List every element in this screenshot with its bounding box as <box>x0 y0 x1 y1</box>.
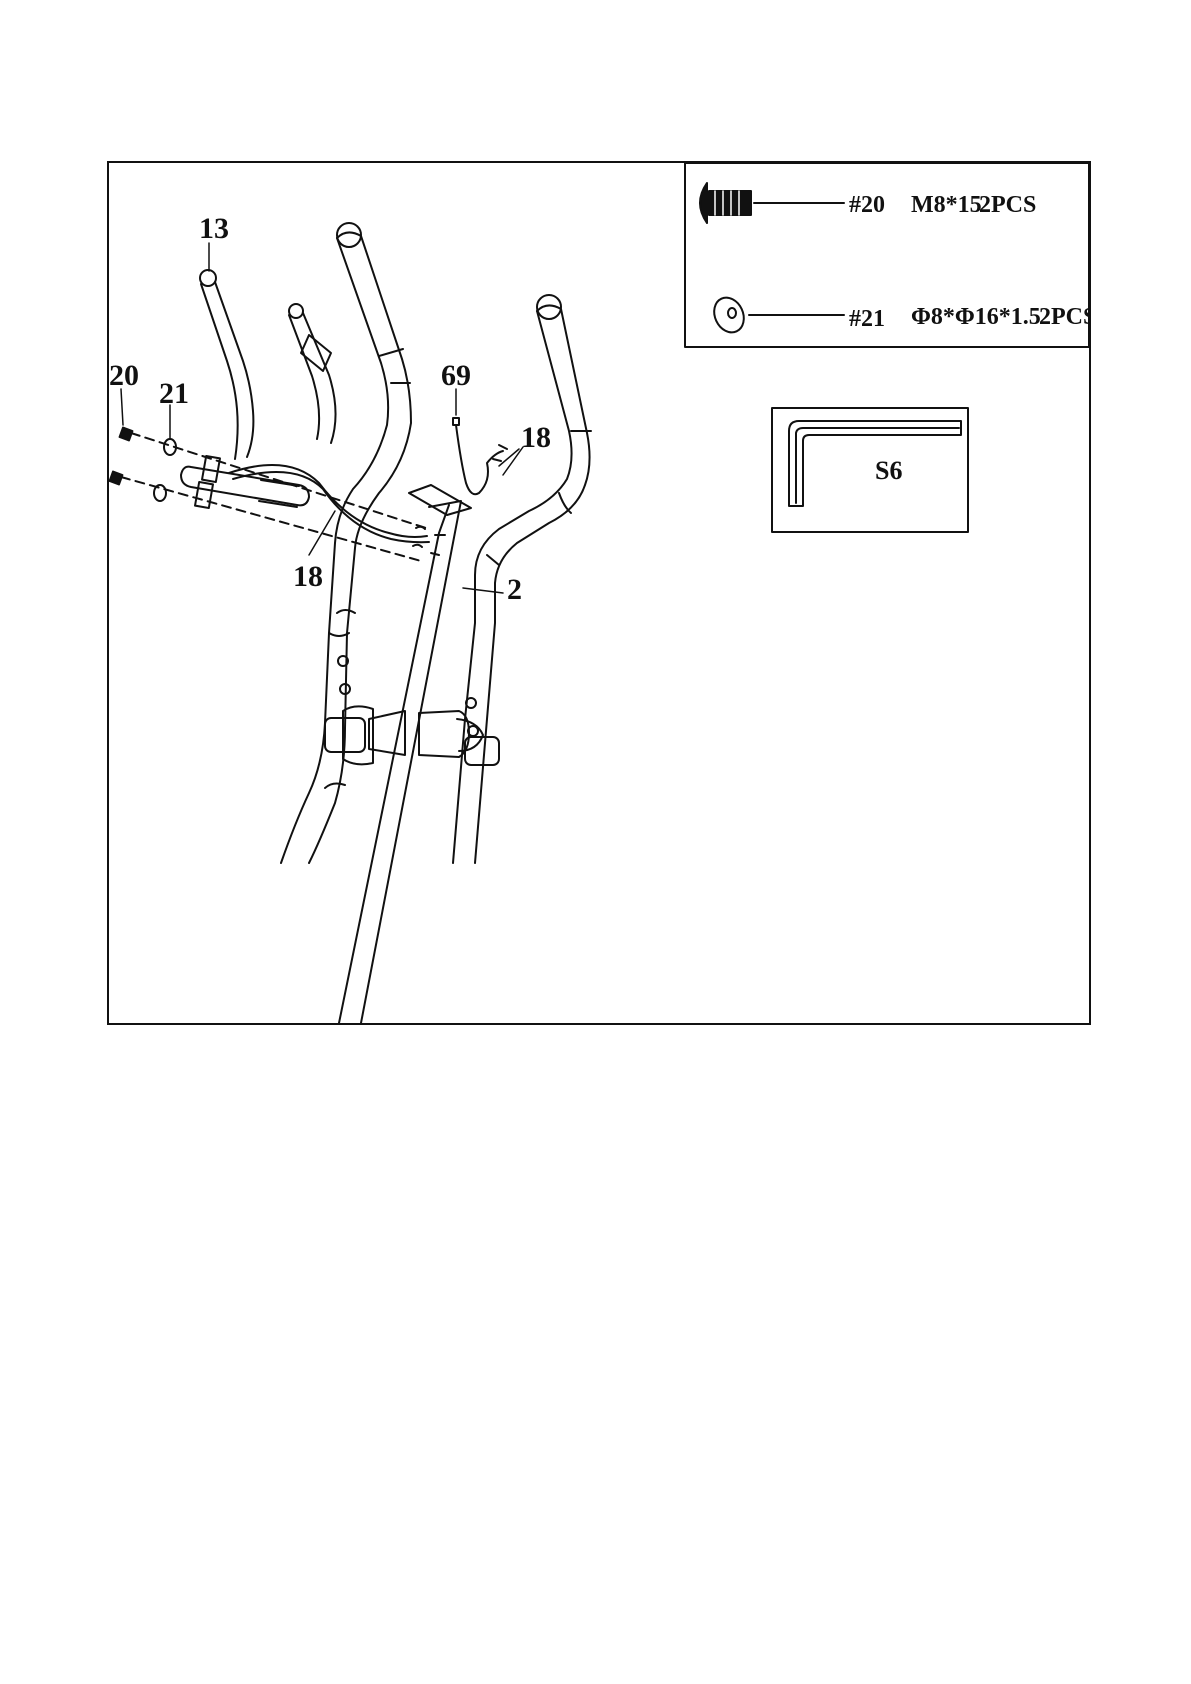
part-label-2: 2 <box>507 573 522 606</box>
pivot-hub <box>325 656 499 765</box>
button-head-bolt-icon <box>700 183 751 223</box>
hardware-box: #20 M8*15 2PCS #21 Φ8*Φ16*1.5 2PCS <box>685 163 1089 347</box>
crosstrainer-assembly: 13 20 21 69 18 18 2 <box>109 212 591 1023</box>
handlebar-crossbar <box>181 456 309 508</box>
hardware-21-qty: 2PCS <box>1039 304 1089 330</box>
curved-washer-icon <box>709 293 750 337</box>
part-label-18-top: 18 <box>521 421 551 454</box>
sensor-wires <box>453 418 507 494</box>
tool-box: S6 <box>772 408 968 532</box>
hardware-21-id: #21 <box>849 306 885 332</box>
part-label-21: 21 <box>159 377 189 410</box>
right-moving-arm <box>453 295 591 863</box>
part-label-18-cable: 18 <box>293 560 323 593</box>
assembly-dash-lines <box>121 433 429 561</box>
part-label-20: 20 <box>109 359 139 392</box>
part-label-69: 69 <box>441 359 471 392</box>
leader-lines <box>121 243 523 593</box>
hardware-20-id: #20 <box>849 192 885 218</box>
left-handlebar <box>200 270 336 459</box>
assembly-diagram-frame: #20 M8*15 2PCS #21 Φ8*Φ16*1.5 2PCS S6 <box>107 161 1091 1025</box>
sensor-cable <box>229 465 429 542</box>
tool-label: S6 <box>875 456 902 485</box>
hardware-20-spec: M8*15 <box>911 192 982 218</box>
hardware-21-spec: Φ8*Φ16*1.5 <box>911 304 1041 330</box>
loose-bolt-20 <box>110 428 133 485</box>
hardware-20-qty: 2PCS <box>979 192 1036 218</box>
assembly-drawing: #20 M8*15 2PCS #21 Φ8*Φ16*1.5 2PCS S6 <box>109 163 1089 1023</box>
part-label-13: 13 <box>199 212 229 245</box>
